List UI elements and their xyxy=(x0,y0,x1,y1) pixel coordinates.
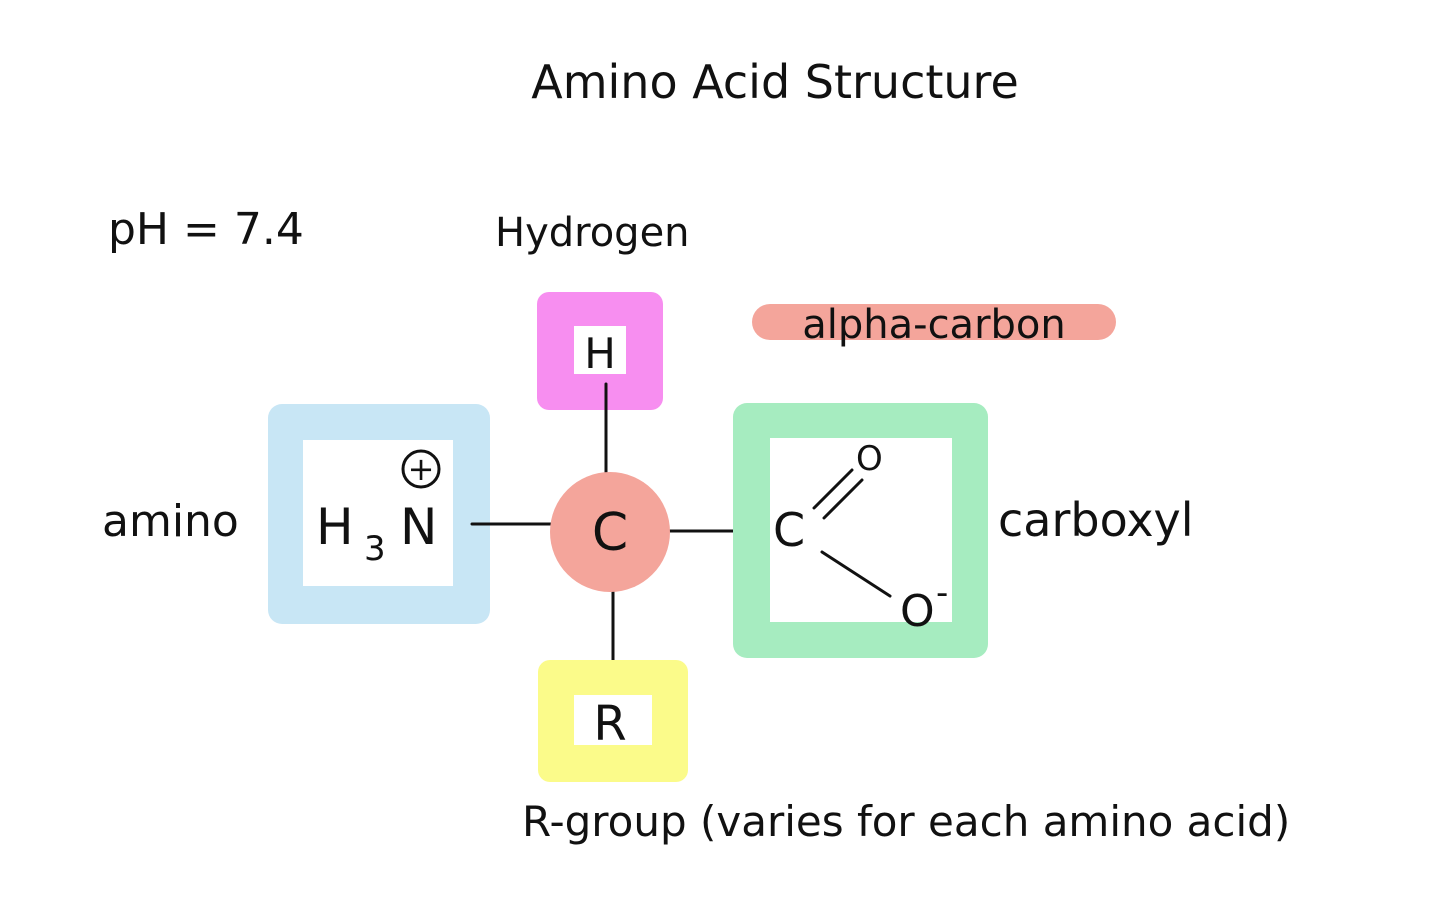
carboxyl-label: carboxyl xyxy=(998,493,1194,547)
hydrogen-atom: H xyxy=(584,329,616,378)
amino-h: H xyxy=(316,498,354,556)
positive-charge-icon xyxy=(401,449,441,489)
alpha-carbon-circle xyxy=(550,472,670,592)
r-group-label: R-group (varies for each amino acid) xyxy=(522,797,1290,846)
amino-n: N xyxy=(400,498,437,556)
amino-subscript: 3 xyxy=(364,529,386,569)
carboxyl-carbon: C xyxy=(773,503,805,557)
amino-charge: + xyxy=(408,450,435,488)
hydrogen-label: Hydrogen xyxy=(495,210,690,256)
amino-label: amino xyxy=(102,496,239,547)
carboxyl-oxygen-double: O xyxy=(856,439,883,479)
alpha-carbon-atom: C xyxy=(592,503,628,563)
carboxyl-double-bond-2 xyxy=(822,478,864,520)
amino-box-inner xyxy=(303,440,453,586)
diagram-title: Amino Acid Structure xyxy=(531,55,1019,109)
r-atom: R xyxy=(593,696,626,752)
alpha-carbon-highlight xyxy=(752,304,1116,340)
carboxyl-charge: - xyxy=(936,573,948,613)
alpha-carbon-label: alpha-carbon xyxy=(802,302,1065,348)
carboxyl-oxygen-single: O xyxy=(900,586,935,637)
r-group-box-inner xyxy=(574,695,652,745)
carboxyl-box-inner xyxy=(770,438,952,622)
carboxyl-double-bond-1 xyxy=(812,468,854,510)
carboxyl-single-bond xyxy=(820,550,892,598)
hydrogen-box-inner xyxy=(574,326,626,374)
ph-label: pH = 7.4 xyxy=(108,204,304,255)
